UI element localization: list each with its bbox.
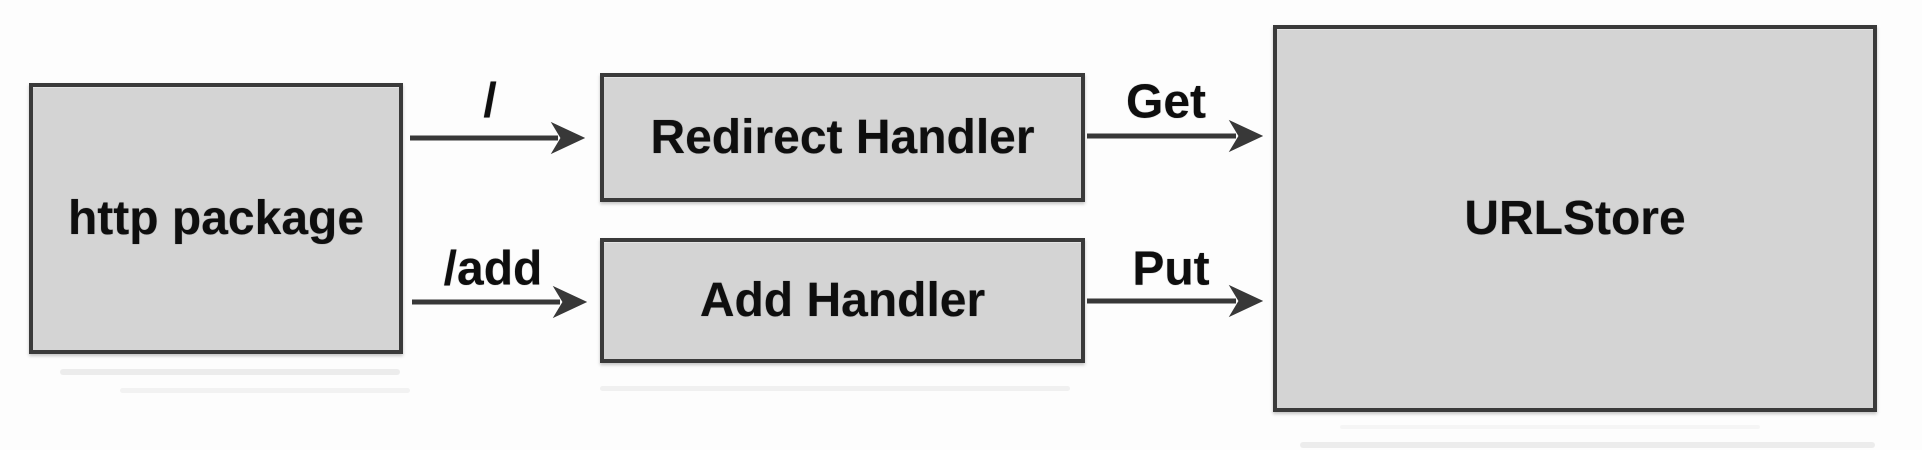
- scan-artifact: [1340, 425, 1760, 429]
- node-redirect-handler: Redirect Handler: [600, 73, 1085, 202]
- node-http-package-label: http package: [67, 192, 365, 245]
- node-add-handler: Add Handler: [600, 238, 1085, 363]
- edge-label-put: Put: [1132, 242, 1210, 296]
- edge-label-add: /add: [443, 242, 543, 296]
- edge-label-get: Get: [1125, 75, 1207, 129]
- node-urlstore-label: URLStore: [1464, 192, 1686, 245]
- scan-artifact: [60, 369, 400, 375]
- arrow-root-icon: [410, 121, 586, 155]
- edge-label-root: /: [483, 74, 497, 128]
- node-add-handler-label: Add Handler: [699, 274, 986, 327]
- node-urlstore: URLStore: [1273, 25, 1877, 412]
- node-redirect-handler-label: Redirect Handler: [650, 111, 1035, 164]
- scan-artifact: [120, 388, 410, 393]
- scan-artifact: [1300, 442, 1875, 448]
- scan-artifact: [600, 386, 1070, 391]
- node-http-package: http package: [29, 83, 403, 354]
